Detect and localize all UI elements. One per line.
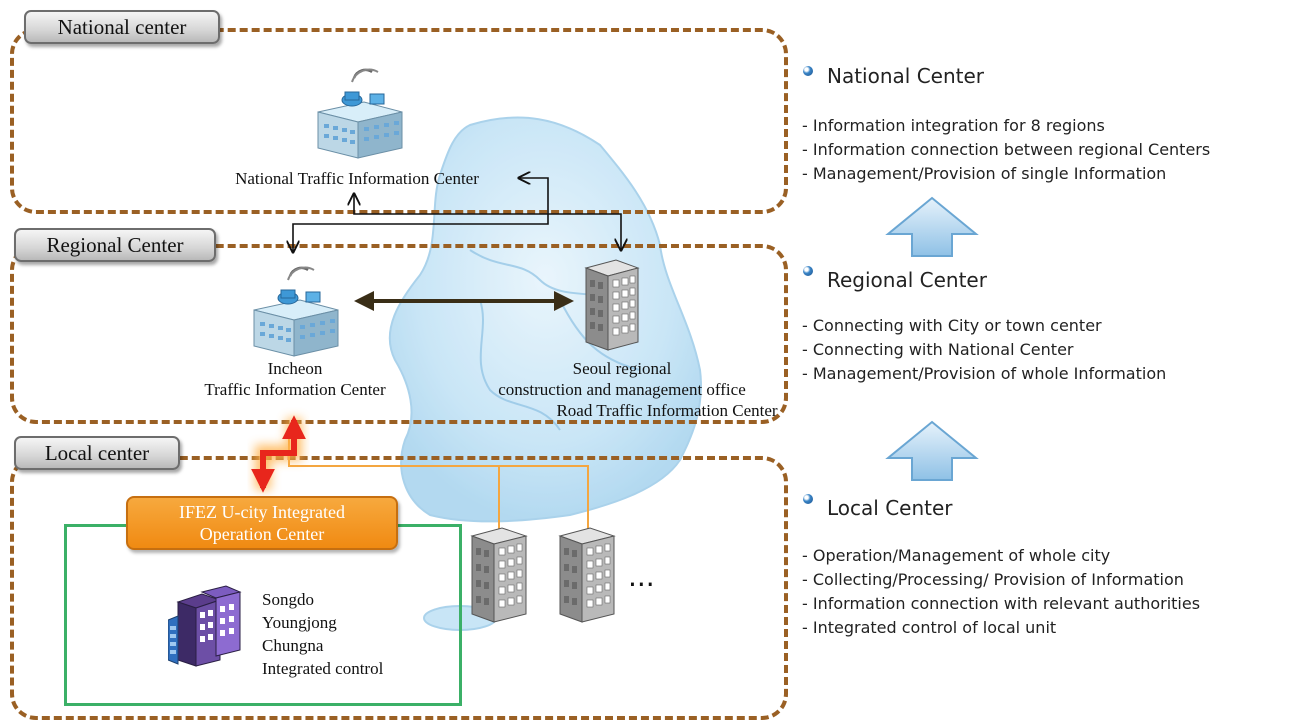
national-to-incheon-connector [293,178,549,252]
seoul-office-label-line2: construction and management office [498,380,746,399]
regional-bullet-icon [803,266,813,276]
national-center-label: National Traffic Information Center [235,169,479,188]
seoul-office-building-icon [584,259,640,351]
local-bullet-icon [803,494,813,504]
seoul-office-label-line1: Seoul regional [572,359,672,378]
incheon-center-label-line2: Traffic Information Center [204,380,386,399]
ifez-operation-center: IFEZ U-city Integrated Operation Center [126,496,398,550]
local-center-heading: Local Center [827,496,953,520]
local-unit-building-icon [470,527,528,623]
incheon-center-label: Incheon Traffic Information Center [170,358,420,400]
local-tier-box [10,456,788,720]
national-center-heading: National Center [827,64,985,88]
ifez-operation-center-line1: IFEZ U-city Integrated [179,502,345,522]
local-unit-building-icon [558,527,616,623]
seoul-office-label-line3: Road Traffic Information Center [556,401,778,420]
local-description-item: - Integrated control of local unit [802,618,1057,637]
regional-center-description: - Connecting with City or town center - … [802,314,1166,386]
incheon-center-label-line1: Incheon [267,359,323,378]
regional-center-tab: Regional Center [14,228,216,262]
local-center-description: - Operation/Management of whole city - C… [802,544,1200,640]
local-unit-item: Youngjong [262,613,337,632]
ifez-building-icon [168,585,242,667]
regional-description-item: - Connecting with National Center [802,340,1074,359]
national-description-item: - Information integration for 8 regions [802,116,1105,135]
local-description-item: - Operation/Management of whole city [802,546,1111,565]
local-units-list: Songdo Youngjong Chungna Integrated cont… [262,588,383,680]
seoul-office-label: Seoul regional construction and manageme… [462,358,782,421]
local-description-item: - Information connection with relevant a… [802,594,1201,613]
regional-description-item: - Connecting with City or town center [802,316,1102,335]
regional-description-item: - Management/Provision of whole Informat… [802,364,1167,383]
more-units-ellipsis: ··· [628,568,655,601]
local-center-tab: Local center [14,436,180,470]
up-arrow-icon [885,196,979,257]
national-center-description: - Information integration for 8 regions … [802,114,1210,186]
regional-center-heading: Regional Center [827,268,987,292]
local-unit-item: Integrated control [262,659,384,678]
national-bullet-icon [803,66,813,76]
local-description-item: - Collecting/Processing/ Provision of In… [802,570,1184,589]
national-center-building-icon [317,68,403,159]
ifez-incheon-link [251,415,306,493]
up-arrow-icon [885,420,979,481]
local-unit-item: Songdo [262,590,314,609]
national-to-seoul-connector [354,194,621,250]
ifez-operation-center-line2: Operation Center [199,524,325,544]
national-center-tab: National center [24,10,220,44]
national-description-item: - Management/Provision of single Informa… [802,164,1167,183]
national-description-item: - Information connection between regiona… [802,140,1211,159]
local-unit-item: Chungna [262,636,324,655]
incheon-center-building-icon [253,266,339,357]
